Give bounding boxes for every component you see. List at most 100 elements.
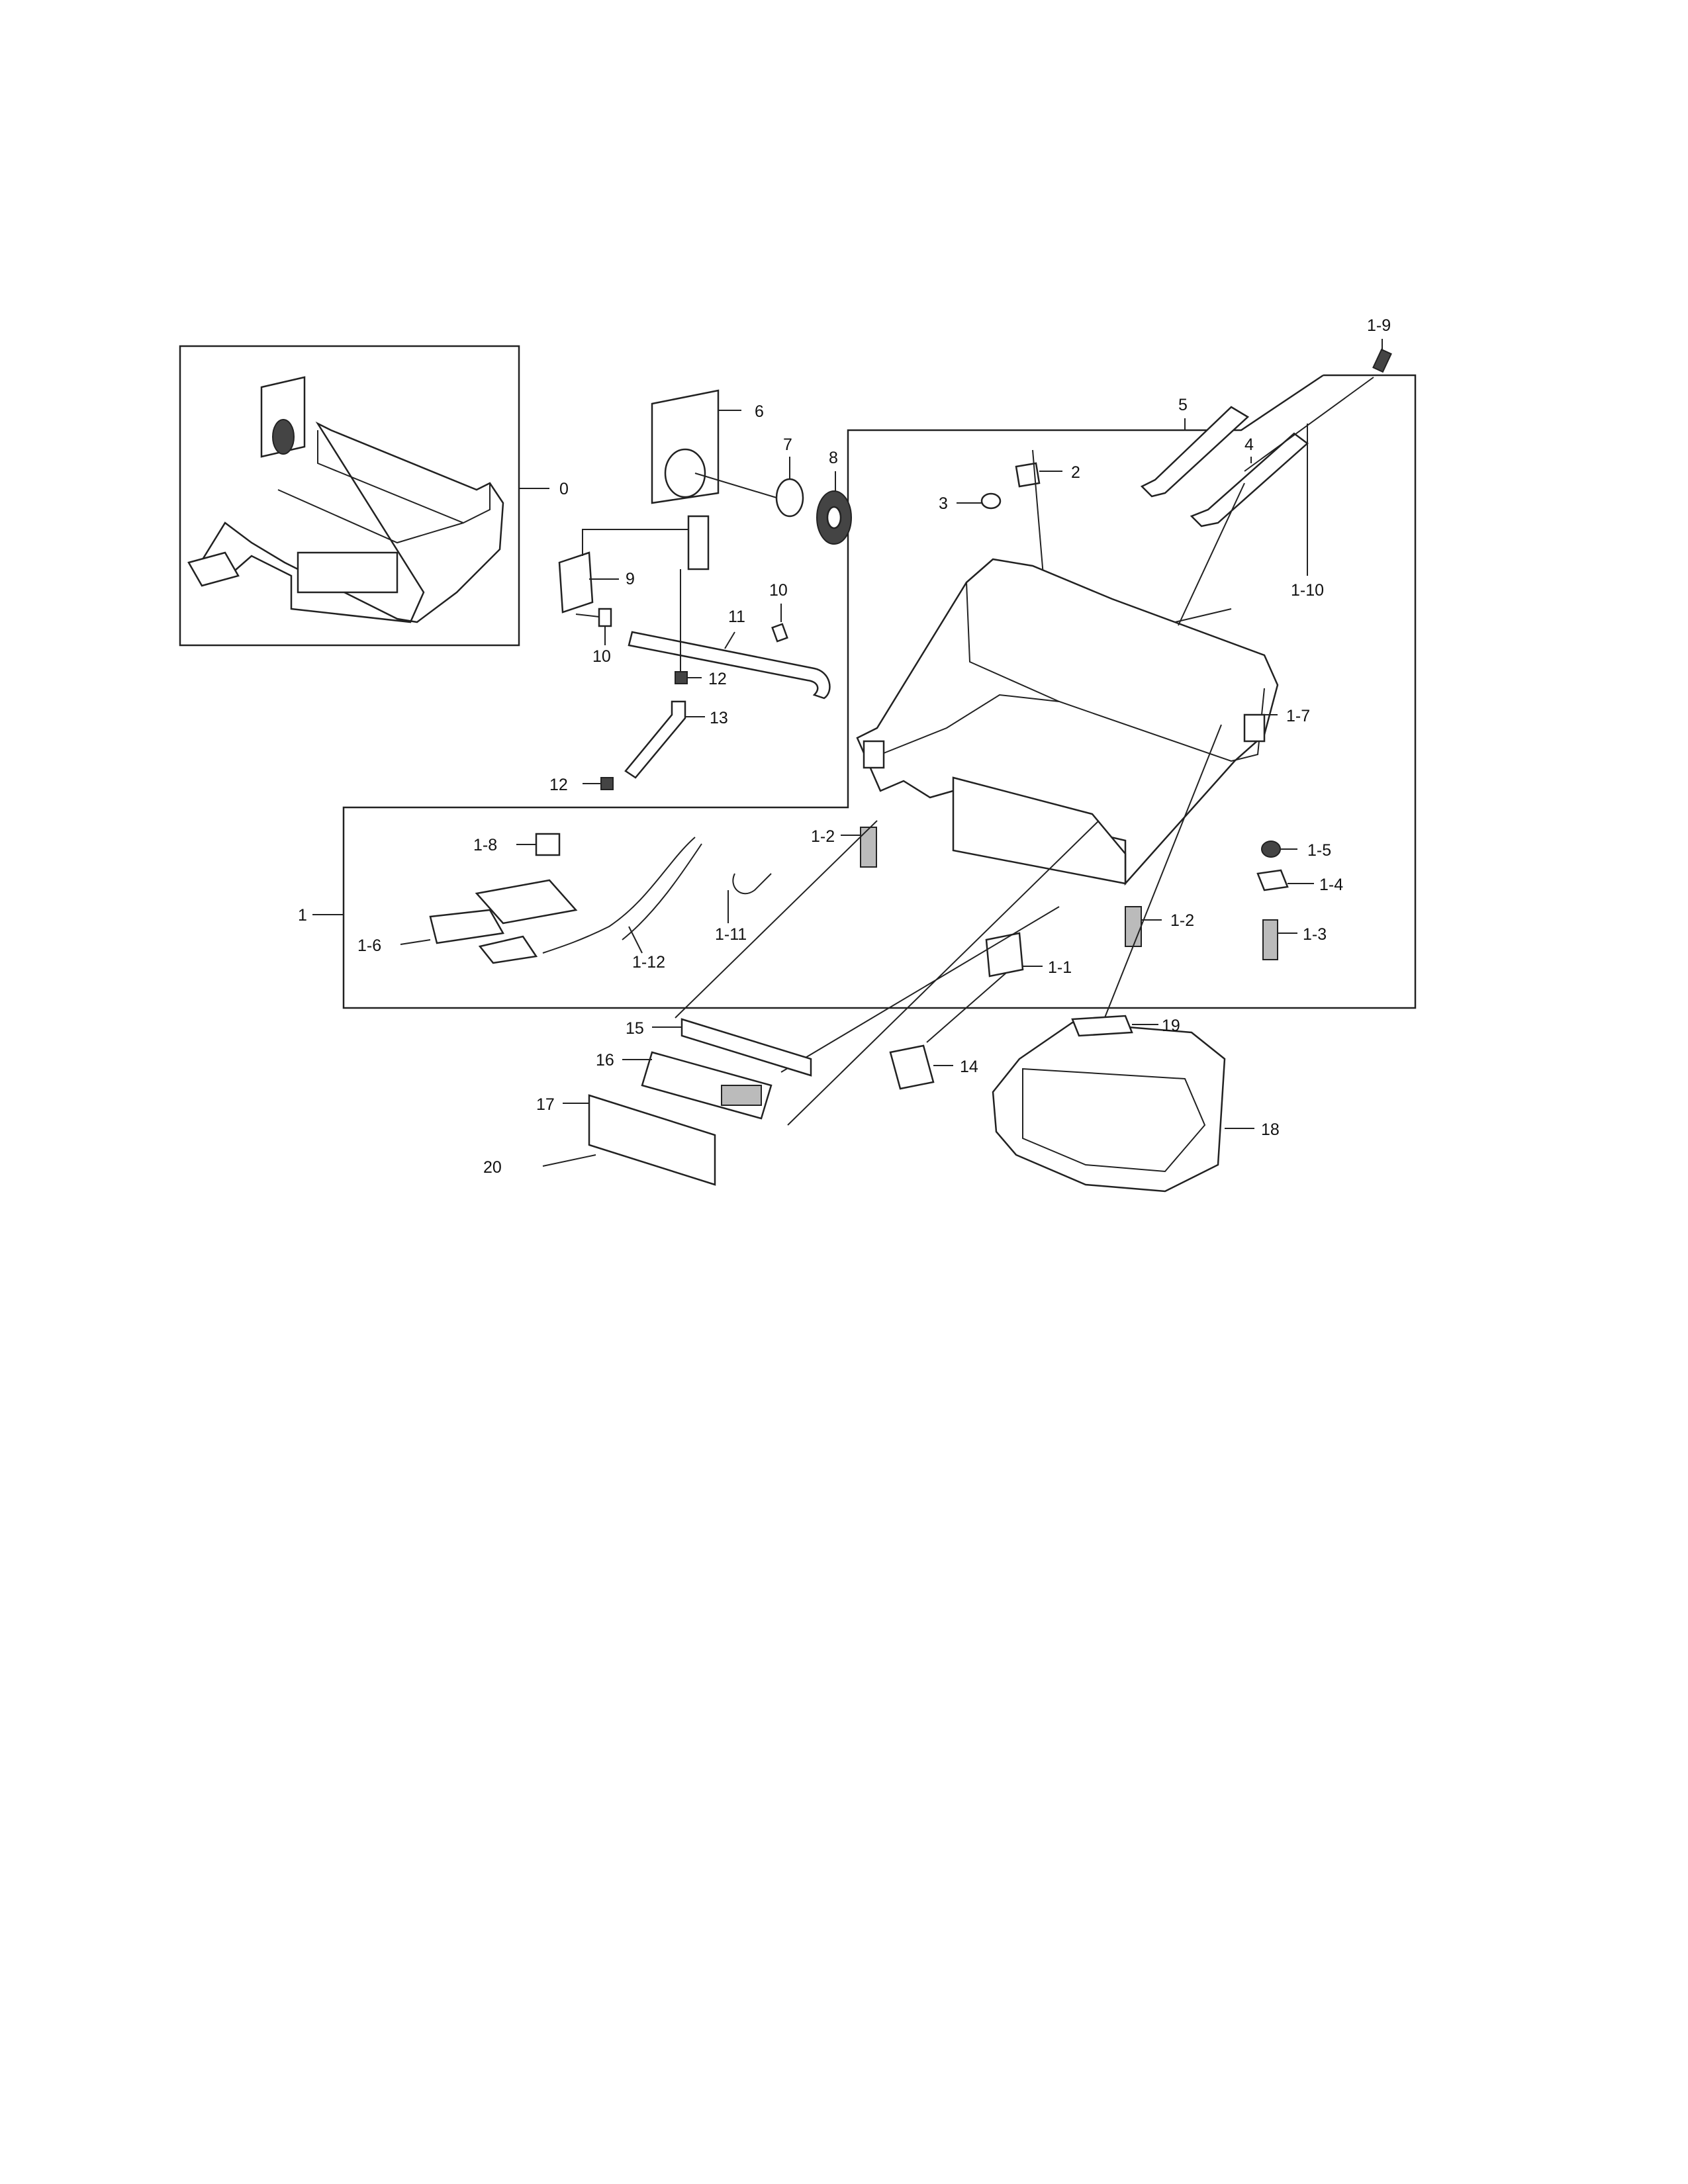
part-5-hose bbox=[1140, 406, 1250, 498]
part-1-6-bracket-c bbox=[478, 935, 538, 964]
part-12-clamp-lower bbox=[600, 777, 614, 790]
inset-frame bbox=[179, 345, 520, 647]
base-frame-back bbox=[966, 582, 1265, 762]
part-13-tube bbox=[624, 700, 686, 779]
label-20: 20 bbox=[483, 1158, 502, 1177]
label-1-9: 1-9 bbox=[1367, 316, 1391, 335]
connector-10 bbox=[575, 614, 600, 617]
part-7-oring bbox=[775, 478, 804, 518]
inset-base-inner bbox=[277, 489, 464, 544]
part-16-connector bbox=[721, 1085, 762, 1106]
leader-20 bbox=[542, 1154, 596, 1167]
part-1-9-cap bbox=[1372, 348, 1392, 373]
part-1-2-leg-left bbox=[860, 827, 877, 868]
part-1-4-bracket bbox=[1256, 869, 1289, 891]
label-1-11: 1-11 bbox=[715, 925, 747, 944]
guide-16 bbox=[780, 906, 1060, 1073]
part-14-cover bbox=[889, 1044, 935, 1090]
guide-19 bbox=[1098, 724, 1222, 1033]
part-1-10-rod bbox=[1244, 377, 1374, 472]
part-1-3-leg bbox=[1262, 919, 1278, 960]
part-19-bracket bbox=[1071, 1015, 1133, 1037]
label-3: 3 bbox=[939, 494, 948, 513]
label-11: 11 bbox=[728, 608, 745, 626]
part-1-6-bracket-a bbox=[429, 909, 504, 944]
label-19: 19 bbox=[1162, 1017, 1180, 1035]
guide-14 bbox=[926, 972, 1007, 1043]
part-1-8-valve bbox=[535, 833, 561, 856]
label-18: 18 bbox=[1261, 1120, 1280, 1139]
label-16: 16 bbox=[596, 1051, 614, 1069]
valve-upper bbox=[687, 515, 710, 570]
part-3-clamp bbox=[980, 492, 1002, 510]
label-7: 7 bbox=[783, 435, 792, 454]
label-6: 6 bbox=[755, 402, 764, 421]
label-1-3: 1-3 bbox=[1303, 925, 1327, 944]
valve-9-body bbox=[558, 551, 594, 614]
label-1-1: 1-1 bbox=[1048, 958, 1072, 977]
part-1-12-harness-b bbox=[622, 843, 702, 940]
label-14: 14 bbox=[960, 1058, 978, 1076]
part-18-inner bbox=[1022, 1068, 1206, 1173]
base-frame-side bbox=[880, 694, 1060, 755]
inset-base-frame bbox=[197, 421, 504, 623]
leader-1-12 bbox=[628, 926, 643, 954]
base-frame-outline bbox=[856, 558, 1279, 886]
label-15: 15 bbox=[626, 1019, 644, 1038]
base-corner-leg bbox=[1243, 713, 1266, 743]
label-1-5: 1-5 bbox=[1307, 841, 1331, 860]
part-15-rail bbox=[680, 1018, 812, 1077]
axis-4 bbox=[1174, 608, 1232, 623]
part-8-cap-center bbox=[826, 506, 842, 529]
panel-6-hole bbox=[664, 448, 706, 498]
label-1-6: 1-6 bbox=[357, 936, 381, 955]
part-11-hose bbox=[628, 631, 831, 700]
label-1-4: 1-4 bbox=[1319, 876, 1343, 894]
label-1-12: 1-12 bbox=[632, 953, 665, 972]
leader-1-6 bbox=[400, 939, 431, 945]
label-12-lower: 12 bbox=[549, 776, 568, 794]
label-1: 1 bbox=[298, 906, 307, 925]
label-1-10: 1-10 bbox=[1291, 581, 1324, 600]
label-2: 2 bbox=[1071, 463, 1080, 482]
part-18-tray bbox=[992, 1021, 1226, 1193]
part-6-panel bbox=[651, 389, 741, 504]
label-13: 13 bbox=[710, 709, 728, 727]
label-4: 4 bbox=[1244, 435, 1254, 454]
label-1-8: 1-8 bbox=[473, 836, 497, 854]
inset-bracket bbox=[187, 551, 240, 587]
inset-control-panel bbox=[297, 551, 399, 594]
guide-17 bbox=[787, 820, 1100, 1126]
label-10-left: 10 bbox=[592, 647, 611, 666]
guide-15 bbox=[675, 820, 878, 1019]
part-1-5-nut bbox=[1261, 841, 1281, 858]
label-1-7: 1-7 bbox=[1286, 707, 1310, 725]
part-1-11-wire bbox=[732, 873, 772, 895]
axis-4b bbox=[1178, 482, 1245, 626]
part-10-clip-left bbox=[598, 608, 612, 627]
label-12-upper: 12 bbox=[708, 670, 727, 688]
base-front-plate bbox=[952, 776, 1127, 885]
label-17: 17 bbox=[536, 1095, 555, 1114]
inset-filter bbox=[272, 419, 295, 455]
valve-9-connector bbox=[582, 529, 688, 556]
inset-assembly-0 bbox=[179, 345, 520, 647]
label-1-2-right: 1-2 bbox=[1170, 911, 1194, 930]
base-left-leg bbox=[863, 740, 885, 769]
part-12-clamp-upper bbox=[675, 671, 688, 684]
label-9: 9 bbox=[626, 570, 635, 588]
part-1-2-leg-right bbox=[1125, 906, 1142, 947]
part-1-6-bracket-b bbox=[475, 879, 578, 925]
label-10-right: 10 bbox=[769, 581, 788, 600]
leader-11 bbox=[724, 631, 735, 649]
label-1-2-left: 1-2 bbox=[811, 827, 835, 846]
part-2-clip bbox=[1015, 462, 1062, 488]
part-17-panel bbox=[588, 1094, 716, 1186]
part-9-valve bbox=[558, 515, 710, 614]
label-0: 0 bbox=[559, 480, 569, 498]
clip-2 bbox=[1015, 462, 1041, 488]
assembly-1-outline bbox=[342, 374, 1417, 1009]
part-1-12-harness bbox=[542, 837, 696, 954]
part-10-clip-right bbox=[771, 623, 788, 643]
